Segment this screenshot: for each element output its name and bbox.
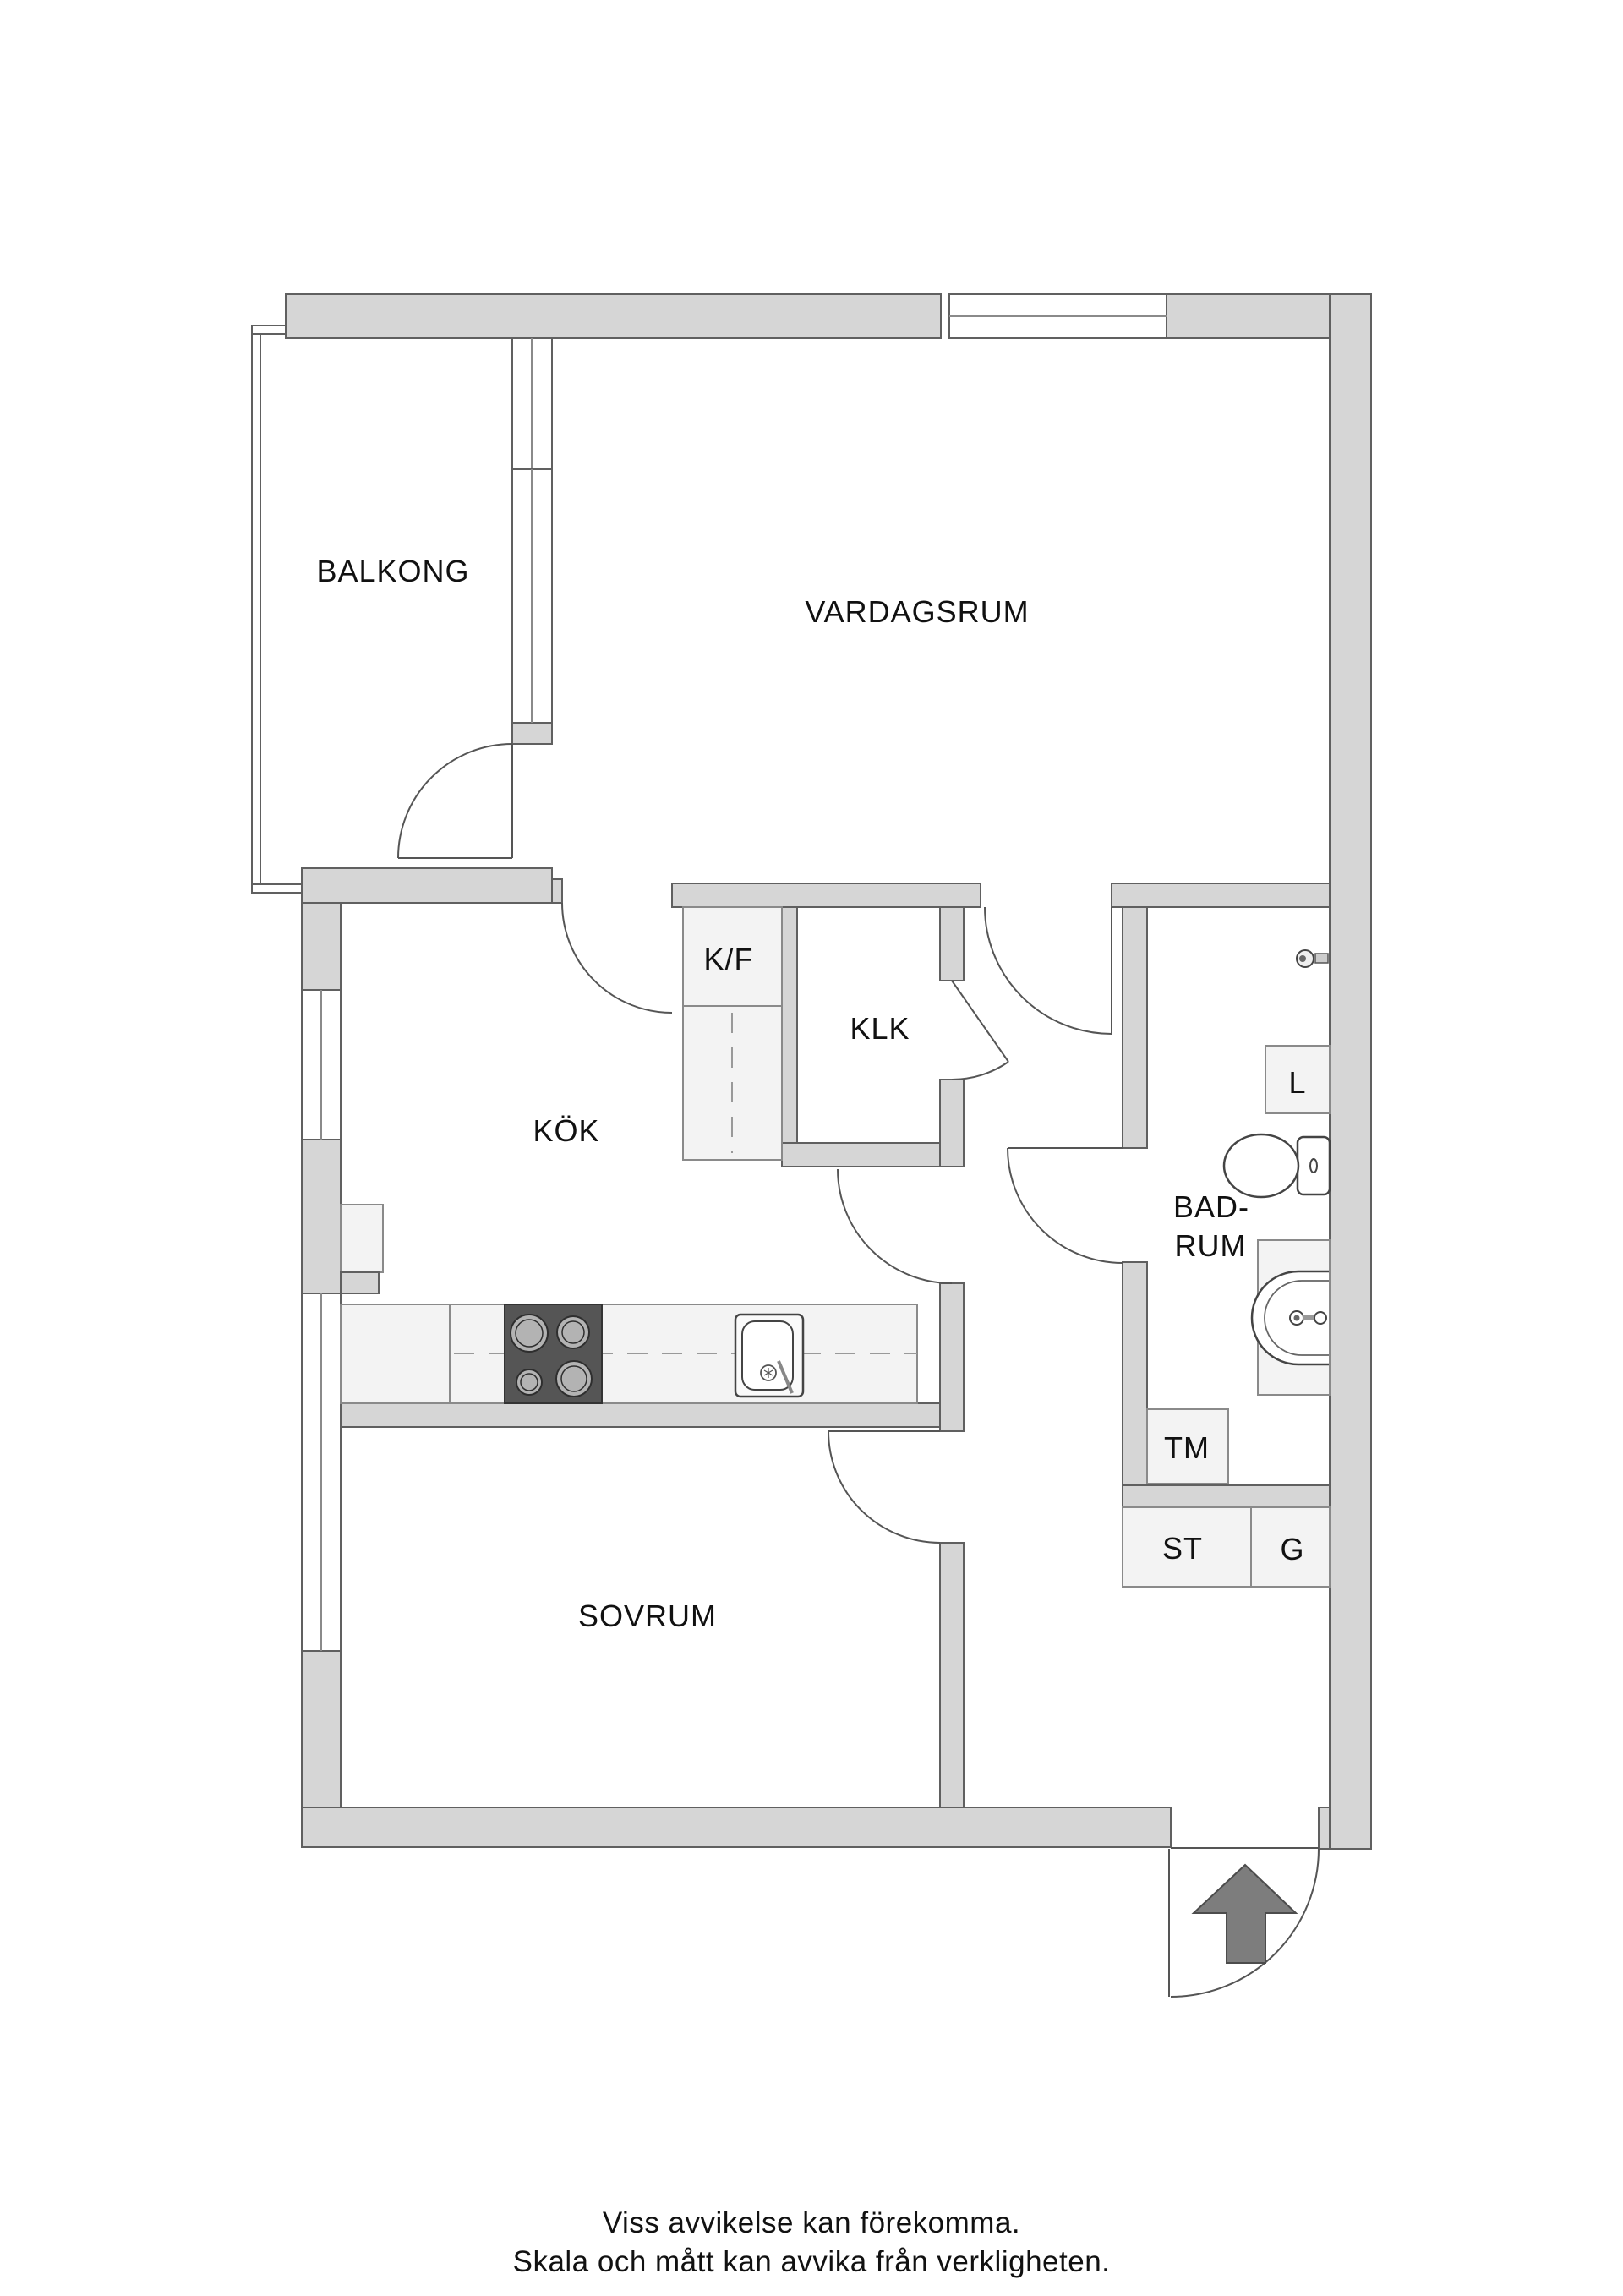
kitchen-hall-door-arc [837, 1168, 953, 1284]
labels: BALKONG VARDAGSRUM K/F KLK KÖK BAD- RUM … [316, 554, 1306, 1633]
label-wardrobe: G [1280, 1532, 1304, 1566]
label-kitchen: KÖK [533, 1113, 599, 1148]
entry-arrow-icon [1191, 1863, 1298, 1964]
balcony-door-arc [397, 743, 513, 859]
hallway-door-arc [984, 906, 1112, 1035]
klk-door-arc [951, 1061, 1009, 1081]
wall-middle [671, 883, 981, 908]
label-cleaning-closet: ST [1162, 1531, 1203, 1566]
wall-left-middle [301, 1139, 342, 1294]
wall-bottom [301, 1807, 1172, 1848]
entry-door-arc [1170, 1848, 1320, 1998]
label-closet: KLK [850, 1011, 910, 1046]
kitchen-door-arc [561, 902, 673, 1014]
toilet-icon [1222, 1133, 1331, 1199]
label-balcony: BALKONG [316, 554, 469, 588]
wall-bedroom-right [939, 1542, 965, 1808]
kitchen-niche [340, 1204, 384, 1273]
wall-klk-right-lower [939, 1079, 965, 1167]
label-fridge-freezer: K/F [703, 942, 753, 976]
cleaning-closet-box [1122, 1506, 1252, 1588]
balcony-railing [251, 325, 303, 894]
linen-cabinet-box [1265, 1045, 1331, 1114]
windows [301, 293, 1167, 1652]
wall-kitchen-top-nub [551, 878, 563, 904]
wall-bathroom-top [1111, 883, 1331, 908]
wall-kitchen-bedroom [340, 1402, 941, 1428]
wall-right [1329, 293, 1372, 1850]
wall-klk-bottom [781, 1142, 965, 1167]
label-bathroom-1: BAD- [1173, 1189, 1249, 1224]
wall-kitchen-top [301, 867, 553, 904]
kitchen-sink-icon [734, 1313, 805, 1398]
wall-klk-left [781, 906, 798, 1144]
bedroom-door-arc [828, 1430, 941, 1544]
klk-door-leaf [951, 980, 1009, 1063]
wall-kitchen-right [939, 1282, 965, 1432]
wall-bathroom-left-lower [1122, 1261, 1148, 1486]
label-washing-machine: TM [1164, 1430, 1210, 1465]
wall-balcony-stub [511, 722, 553, 745]
label-bathroom-2: RUM [1175, 1228, 1247, 1263]
bathroom-sink-icon [1250, 1239, 1331, 1396]
washing-machine-box [1146, 1408, 1229, 1484]
disclaimer-line-1: Viss avvikelse kan förekomma. [603, 2206, 1020, 2239]
kitchen-fixtures [340, 906, 918, 1404]
wall-top-left [285, 293, 942, 339]
balcony-rail-left [251, 325, 261, 894]
wardrobe-box [1250, 1506, 1331, 1588]
wall-bathroom-bottom [1122, 1484, 1331, 1508]
doors [397, 743, 1320, 1998]
balcony-rail-bottom [251, 883, 303, 894]
balcony-rail-top [251, 325, 287, 335]
disclaimer: Viss avvikelse kan förekomma. Skala och … [513, 2206, 1111, 2278]
disclaimer-line-2: Skala och mått kan avvika från verklighe… [513, 2245, 1111, 2278]
label-living-room: VARDAGSRUM [805, 594, 1029, 629]
kitchen-niche-stub [340, 1271, 380, 1294]
stove-icon [504, 1304, 603, 1404]
shower-mixer-icon [1296, 949, 1329, 968]
bathroom-door-arc [1007, 1147, 1123, 1264]
wall-klk-right-upper [939, 906, 965, 981]
wall-bathroom-left-upper [1122, 906, 1148, 1149]
wall-right-jamb [1318, 1807, 1331, 1850]
walls [285, 293, 1372, 1850]
bathroom-fixtures [1122, 949, 1331, 1588]
label-linen-cabinet: L [1288, 1065, 1306, 1100]
label-bedroom: SOVRUM [578, 1599, 717, 1633]
